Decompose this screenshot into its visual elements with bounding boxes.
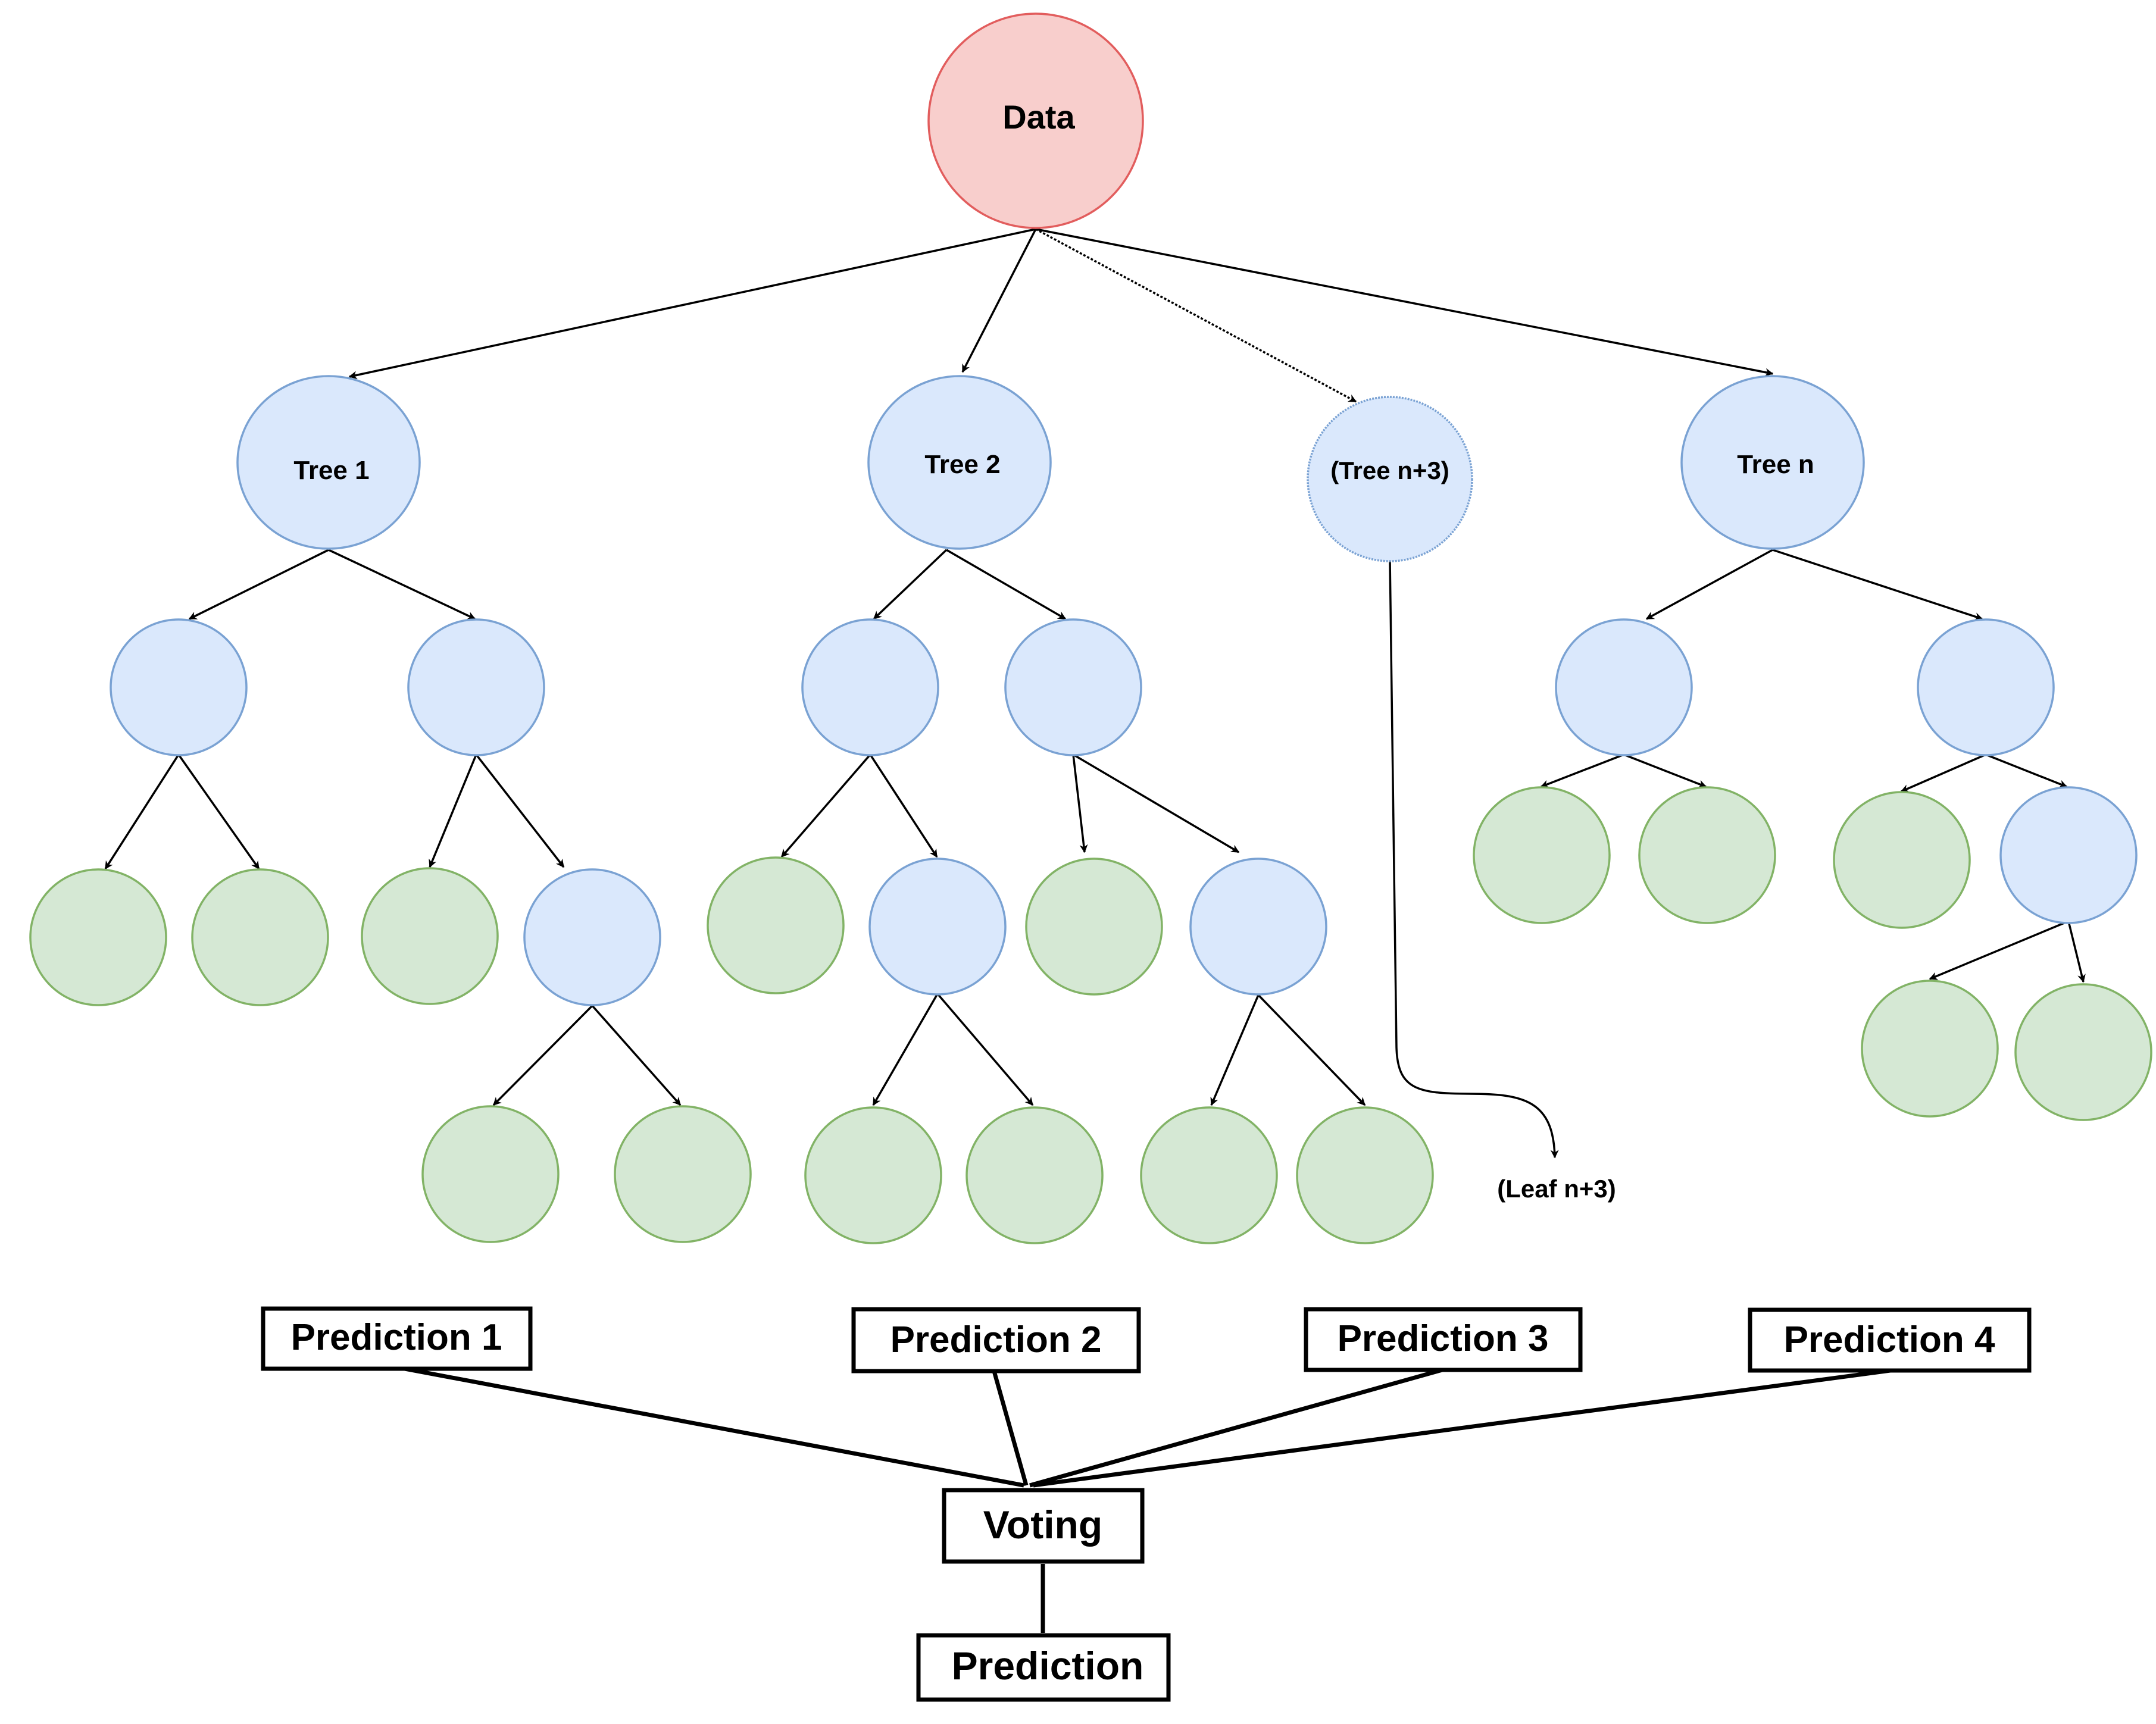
tree-2-node: [867, 375, 1052, 550]
tree-2: Tree 2: [707, 375, 1434, 1244]
tree-n3-node: [1307, 396, 1473, 562]
leaf-node: [707, 856, 845, 994]
internal-node: [1555, 618, 1693, 756]
tree-n3-label: (Tree n+3): [1330, 456, 1449, 484]
leaf-node: [361, 867, 499, 1005]
internal-node: [407, 618, 545, 756]
tree-1-label: Tree 1: [293, 456, 369, 485]
prediction-4-box: Prediction 4: [1748, 1307, 2032, 1373]
internal-node: [1189, 858, 1327, 996]
leaf-node: [1861, 980, 1999, 1118]
leaf-node: [1833, 791, 1971, 929]
prediction-2-box: Prediction 2: [851, 1307, 1141, 1373]
leaf-node: [421, 1105, 560, 1243]
prediction-2-label: Prediction 2: [890, 1319, 1102, 1360]
leaf-node: [29, 868, 167, 1006]
tree-n-label: Tree n: [1737, 450, 1814, 479]
leaf-node: [1025, 858, 1163, 996]
edge-data-tree-1: [348, 228, 1036, 380]
prediction-1-box: Prediction 1: [261, 1306, 533, 1371]
leaf-node: [1140, 1106, 1278, 1244]
tree-n-node: [1680, 375, 1865, 550]
final-prediction-label: Prediction: [952, 1644, 1144, 1688]
internal-node: [801, 618, 939, 756]
prediction-1-label: Prediction 1: [291, 1317, 502, 1358]
internal-node: [1004, 618, 1142, 756]
edge-tree-n3-leaf: [1389, 559, 1559, 1159]
line-prediction-1-voting: [404, 1366, 1024, 1488]
leaf-node: [1473, 786, 1611, 924]
prediction-3-label: Prediction 3: [1338, 1318, 1549, 1359]
prediction-4-label: Prediction 4: [1784, 1319, 1995, 1360]
tree-1: Tree 1: [29, 375, 752, 1243]
tree-2-label: Tree 2: [924, 450, 1000, 479]
voting-lines: [404, 1366, 1891, 1633]
prediction-3-box: Prediction 3: [1304, 1307, 1583, 1372]
tree-1-edges: [104, 549, 682, 1106]
leaf-node: [965, 1106, 1104, 1244]
data-node: Data: [927, 12, 1144, 229]
edge-data-tree-n: [1035, 228, 1774, 377]
tree-2-edges: [780, 549, 1366, 1106]
leaf-node: [2014, 983, 2152, 1121]
internal-node: [523, 868, 661, 1006]
leaf-node: [1638, 786, 1776, 924]
root-edges: [348, 228, 1774, 403]
internal-node: [1917, 618, 2055, 756]
data-label: Data: [1002, 98, 1075, 136]
internal-node: [868, 858, 1007, 996]
edge-data-tree-2: [961, 229, 1037, 373]
internal-node: [1999, 786, 2138, 924]
leaf-node: [191, 868, 329, 1006]
tree-n: Tree n: [1473, 375, 2152, 1121]
tree-1-node: [236, 375, 421, 550]
leaf-n3-label: (Leaf n+3): [1497, 1175, 1616, 1203]
leaf-node: [804, 1106, 942, 1244]
edge-data-tree-n3: [1035, 228, 1357, 403]
voting-label: Voting: [983, 1503, 1102, 1547]
line-prediction-4-voting: [1033, 1368, 1891, 1488]
tree-n3: (Tree n+3) (Leaf n+3): [1307, 396, 1616, 1203]
line-prediction-3-voting: [1029, 1368, 1443, 1488]
voting-box: Voting: [942, 1488, 1145, 1564]
leaf-node: [1296, 1106, 1434, 1244]
final-prediction-box: Prediction: [916, 1633, 1171, 1702]
leaf-node: [614, 1105, 752, 1243]
tree-n-edges: [1540, 549, 2086, 983]
line-prediction-2-voting: [992, 1371, 1029, 1486]
internal-node: [110, 618, 248, 756]
